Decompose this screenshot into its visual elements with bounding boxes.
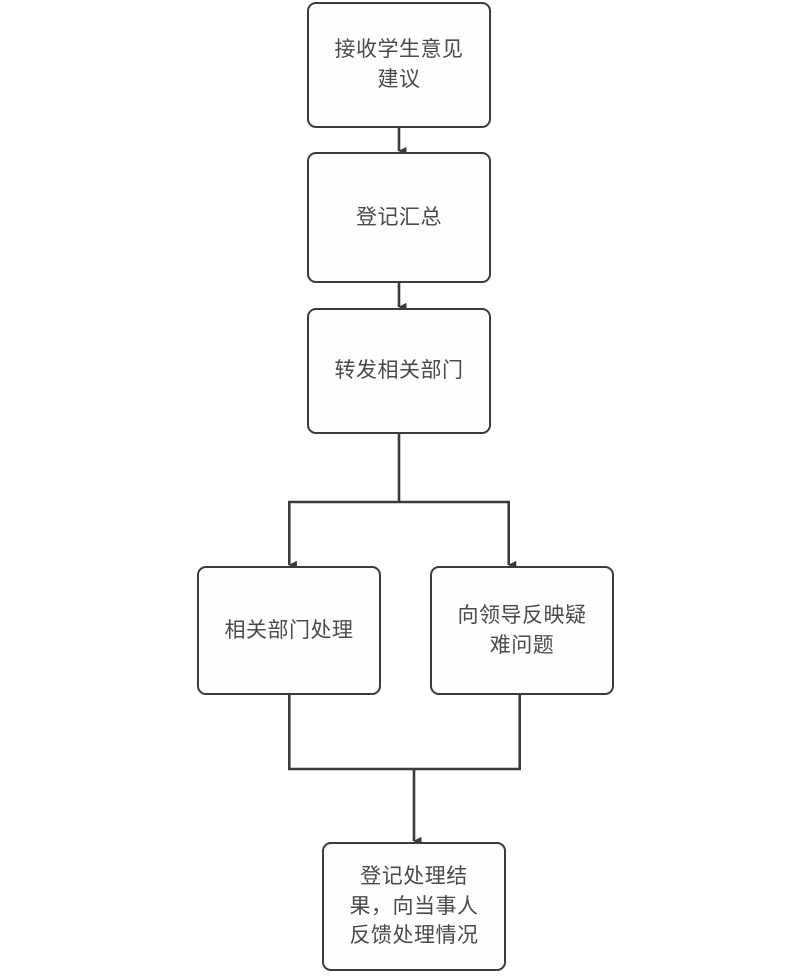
edge-forward-split-trunk <box>288 434 510 504</box>
node-label: 登记处理结 果，向当事人 反馈处理情况 <box>349 864 479 948</box>
node-label: 接收学生意见 建议 <box>334 38 464 91</box>
node-forward-to-department[interactable]: 转发相关部门 <box>307 308 491 434</box>
node-label: 转发相关部门 <box>334 359 464 383</box>
node-label: 向领导反映疑 难问题 <box>457 603 587 657</box>
edge-merge-bar <box>287 695 522 771</box>
node-label: 登记汇总 <box>356 205 442 229</box>
node-label: 相关部门处理 <box>224 618 354 642</box>
node-department-handles[interactable]: 相关部门处理 <box>197 566 381 695</box>
node-receive-student-feedback[interactable]: 接收学生意见 建议 <box>307 2 491 128</box>
node-report-to-leader[interactable]: 向领导反映疑 难问题 <box>430 566 614 695</box>
node-register-and-summarize[interactable]: 登记汇总 <box>307 152 491 283</box>
node-record-result-and-feedback[interactable]: 登记处理结 果，向当事人 反馈处理情况 <box>322 842 506 971</box>
